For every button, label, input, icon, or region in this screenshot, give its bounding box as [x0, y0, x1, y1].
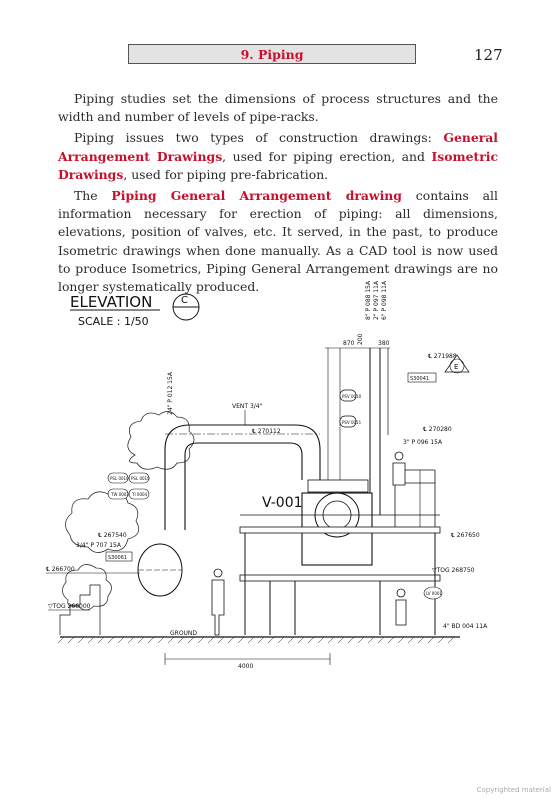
dim-4000: 4000: [238, 663, 253, 670]
shrub-outline-1: [127, 411, 195, 470]
line-label-top2: 2" P 097 11A: [373, 280, 380, 320]
paragraph-3: The Piping General Arrangement drawing c…: [58, 187, 498, 296]
chapter-header: 9. Piping: [128, 44, 416, 64]
vessel-tag: V-001: [262, 495, 303, 511]
section-mark-letter: C: [181, 295, 188, 306]
platform-upper: [239, 526, 441, 534]
tog-268750-label: ▽TOG 268750: [432, 567, 475, 574]
operator-body-right: [392, 462, 406, 486]
elevation-title: ELEVATION: [70, 293, 152, 311]
line-label-24: 24" P 012 15A: [167, 371, 174, 415]
term-piping-ga-drawing: Piping General Arrangement drawing: [111, 188, 402, 204]
line-label-top1: 8" P 088 15A: [365, 280, 372, 320]
text-run: The: [74, 188, 112, 204]
psv-0010: PSV 0010: [342, 394, 362, 399]
page-number: 127: [474, 46, 503, 64]
ti-0004: TI 0004: [131, 492, 148, 497]
cl-270280-label: ℄ 270280: [423, 426, 452, 433]
ground-hatch: [57, 636, 455, 644]
ground-label: GROUND: [170, 630, 197, 637]
scale-label: SCALE : 1/50: [78, 315, 149, 328]
operator-head-right: [394, 451, 404, 461]
piping-elevation-drawing: ELEVATION SCALE : 1/50 C 8" P 088 15A 2"…: [46, 280, 488, 670]
cl-271988-label: ℄ 271988: [428, 353, 457, 360]
text-run: , used for piping erection, and: [222, 148, 432, 164]
line-label-top3: 6" P 098 11A: [381, 280, 388, 320]
line-3in-label: 3" P 096 15A: [403, 439, 443, 446]
dim-870: 870: [343, 340, 355, 347]
shrub-outline-2: [65, 491, 140, 553]
dim-380: 380: [378, 340, 390, 347]
term-general-arrangement: General Arrangement Drawings: [58, 130, 498, 164]
paragraph-2: Piping issues two types of construction …: [58, 129, 498, 184]
operator-head-left: [213, 568, 223, 578]
copyright-notice: Copyrighted material: [476, 786, 551, 794]
cl-267650-label: ℄ 267650: [451, 532, 480, 539]
stairs: [59, 584, 100, 635]
body-text: Piping studies set the dimensions of pro…: [58, 90, 498, 299]
lv-0001: LV 0001: [426, 591, 442, 596]
text-run: contains all information necessary for e…: [58, 188, 498, 295]
tag-s30061: S30061: [108, 555, 127, 561]
shrub-outline-3: [62, 564, 112, 611]
vent-label: VENT 3/4": [232, 403, 263, 410]
cl-267540-label: ℄ 267540: [98, 532, 127, 539]
psl-0010-a: PSL 0010: [110, 476, 129, 481]
text-run: , used for piping pre-fabrication.: [123, 166, 329, 182]
tag-s30041: S30041: [410, 376, 429, 382]
pipe-24in-outer: [164, 424, 321, 530]
line-bd-label: 4" BD 004 11A: [443, 623, 488, 630]
text-run: Piping issues two types of construction …: [74, 130, 444, 146]
chapter-title: 9. Piping: [240, 46, 304, 62]
tog-266000-label: ▽TOG 266000: [48, 603, 91, 610]
paragraph-1: Piping studies set the dimensions of pro…: [58, 91, 498, 125]
psl-0010-b: PSL 0010: [131, 476, 150, 481]
cl-266700-label: ℄ 266700: [46, 566, 75, 573]
e-mark: E: [454, 363, 458, 371]
pipe-24in-inner: [184, 442, 303, 530]
operator-body-left: [211, 579, 225, 636]
term-isometric: Isometric Drawings: [58, 148, 498, 182]
dim-200: 200: [357, 333, 364, 345]
psv-0011: PSV 0011: [342, 420, 362, 425]
cl-270112-label: ℄ 270112: [252, 428, 281, 435]
line-34-label: 3/4" P 707 15A: [76, 542, 122, 549]
platform-lower: [239, 574, 441, 582]
tw-0003: TW 0003: [110, 492, 129, 497]
